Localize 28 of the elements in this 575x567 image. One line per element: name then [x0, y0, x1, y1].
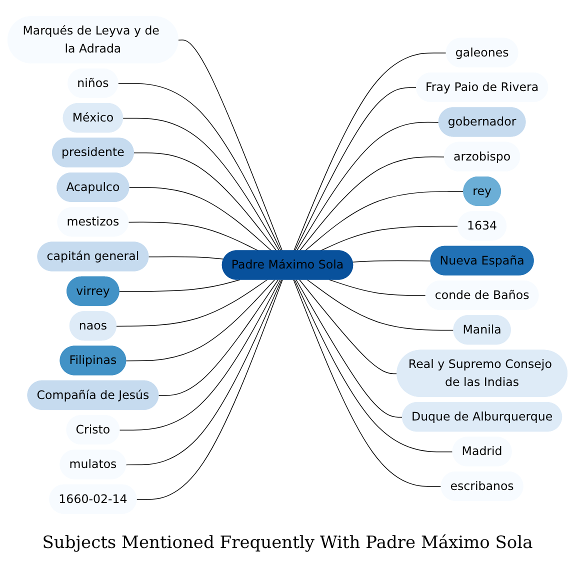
connector: [126, 279, 282, 466]
connector: [306, 279, 454, 331]
connector: [299, 156, 446, 252]
connector: [296, 122, 440, 252]
chart-title: Subjects Mentioned Frequently With Padre Máximo Sola: [41, 533, 534, 553]
connector: [299, 279, 398, 374]
connector: [294, 87, 418, 252]
connector: [119, 279, 281, 431]
connector: [122, 118, 280, 252]
connector: [294, 279, 454, 452]
connector: [320, 226, 459, 252]
connector: [296, 279, 404, 418]
connector: [148, 256, 224, 260]
connector: [128, 222, 260, 252]
connector: [126, 279, 276, 362]
connector: [118, 83, 282, 252]
connector: [136, 279, 283, 500]
connector: [304, 191, 464, 252]
connector: [293, 52, 447, 252]
connector: [158, 279, 279, 396]
connector: [293, 279, 442, 487]
connector: [329, 279, 426, 296]
connector: [128, 187, 272, 252]
connector: [118, 279, 240, 292]
connector: [116, 279, 268, 327]
connector: [352, 260, 432, 262]
connector: [178, 40, 283, 252]
connector: [134, 152, 278, 252]
